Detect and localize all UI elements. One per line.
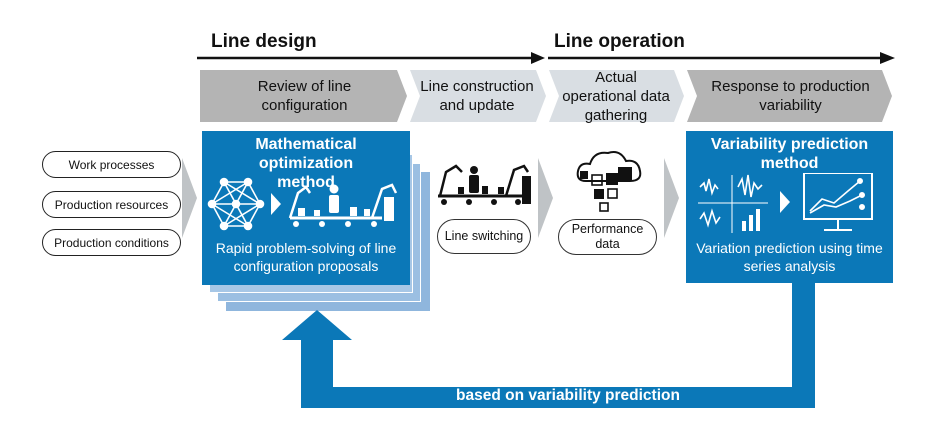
- stage-chevron-construction: [410, 70, 546, 122]
- feedback-text-line-2: based on variability prediction: [456, 387, 680, 404]
- optimization-title: Mathematical optimization method: [255, 136, 357, 191]
- chevron-right-icon: [780, 191, 790, 213]
- chevron-right-icon: [271, 193, 281, 215]
- network-icon: [207, 177, 265, 231]
- optimization-box: Mathematical optimization method R: [202, 131, 410, 285]
- input-pill-production-conditions: Production conditions: [42, 229, 181, 256]
- line-operation-arrowhead: [880, 52, 895, 64]
- monitor-chart-icon: [803, 173, 873, 231]
- stage-label-response: Response to production variability: [711, 78, 870, 114]
- line-construction-icon: [438, 164, 531, 205]
- waveform-icon: [698, 174, 768, 233]
- flow-arrow-switching: [538, 158, 553, 238]
- variability-icons: [698, 173, 873, 233]
- line-design-arrowhead: [531, 52, 545, 64]
- phase-arrows: [197, 52, 895, 64]
- variability-box: Variability prediction method Variation …: [686, 131, 893, 283]
- optimization-icons: [207, 177, 398, 231]
- cloud-data-icon: [576, 151, 642, 212]
- production-line-icon: [288, 183, 398, 227]
- stage-label-review: Review of line configuration: [257, 78, 352, 114]
- flow-arrows: [182, 158, 679, 238]
- input-pill-work-processes: Work processes: [42, 151, 181, 178]
- stage-chevron-response: [687, 70, 892, 122]
- input-pill-production-resources: Production resources: [42, 191, 181, 218]
- stage-label-gathering: Actual operational data gathering: [562, 68, 670, 124]
- line-switching-pill: Line switching: [437, 219, 531, 254]
- flow-arrow-inputs: [182, 158, 197, 238]
- stage-chevron-gathering: [549, 70, 684, 122]
- flow-arrow-performance: [664, 158, 679, 238]
- feedback-text-line-1: Pre-generation of highly effective line …: [359, 369, 777, 386]
- phase-label-line-operation: Line operation: [554, 31, 685, 52]
- optimization-description: Rapid problem-solving of line configurat…: [215, 240, 397, 274]
- performance-data-pill: Performance data: [558, 219, 657, 255]
- stage-chevron-review: [200, 70, 407, 122]
- variability-description: Variation prediction using time series a…: [696, 240, 883, 274]
- phase-label-line-design: Line design: [211, 31, 317, 52]
- stage-label-construction: Line construction and update: [420, 78, 534, 114]
- variability-title: Variability prediction method: [710, 136, 869, 172]
- stage-chevrons: [200, 70, 892, 122]
